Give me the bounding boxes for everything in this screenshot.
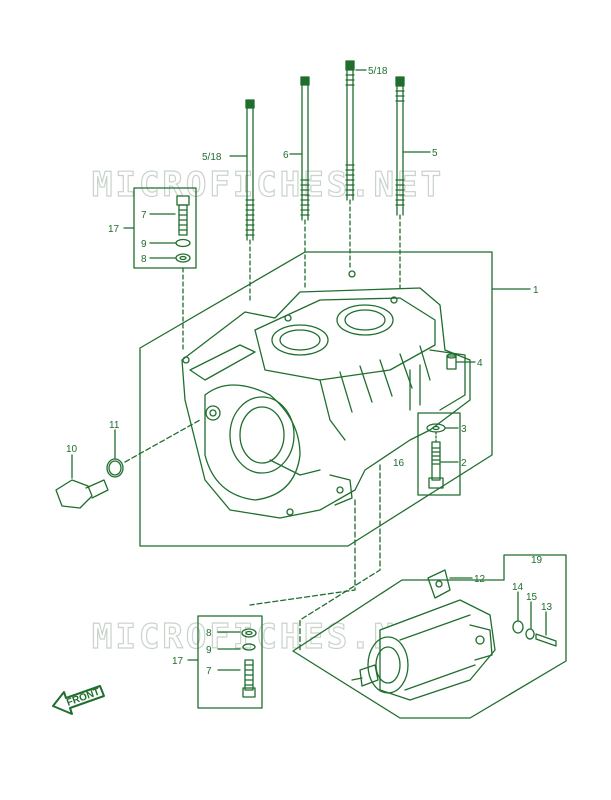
bolt-group-17-top: [123, 187, 197, 351]
label-washer-3: 3: [461, 424, 467, 435]
label-bolt-group-16: 16: [393, 458, 405, 469]
bolt-group-16: [417, 412, 461, 496]
label-bolt-group-17-top: 17: [108, 224, 120, 235]
crankcase-body: [181, 270, 471, 519]
label-washer-8-bottom: 8: [206, 628, 212, 639]
label-stud-5-18-left: 5/18: [202, 152, 222, 163]
front-label: FRONT: [65, 687, 101, 709]
label-crankcase-1: 1: [533, 285, 539, 296]
dowel-pin: [446, 353, 476, 370]
bolt-group-17-bottom: [187, 615, 263, 709]
label-stud-5: 5: [432, 148, 438, 159]
plug-and-oring: [55, 419, 201, 509]
label-bolt-group-17-bottom: 17: [172, 656, 184, 667]
label-nut-14: 14: [512, 582, 524, 593]
label-bolt-2: 2: [461, 458, 467, 469]
label-oring-11: 11: [109, 420, 120, 431]
watermark-top: MICROFICHES.NET: [92, 165, 444, 205]
label-washer-15: 15: [526, 592, 538, 603]
label-bolt-7-bottom: 7: [206, 666, 212, 677]
stud-5-18-left: [245, 99, 255, 301]
stud-5: [395, 76, 405, 301]
label-plate-12: 12: [474, 574, 486, 585]
label-bolt-7-top: 7: [141, 210, 147, 221]
label-washer-8-top: 8: [141, 254, 147, 265]
label-starter-group-19: 19: [531, 555, 543, 566]
label-plug-10: 10: [66, 444, 78, 455]
stud-5-18-top: [345, 60, 355, 271]
starter-motor-group: [292, 554, 567, 719]
label-dowel-4: 4: [477, 358, 483, 369]
label-washer-9-top: 9: [141, 239, 147, 250]
front-arrow-icon: [52, 685, 105, 715]
label-bolt-13: 13: [541, 602, 553, 613]
label-washer-9-bottom: 9: [206, 645, 212, 656]
label-stud-5-18-top: 5/18: [368, 66, 388, 77]
stud-6: [300, 76, 310, 291]
label-stud-6: 6: [283, 150, 289, 161]
